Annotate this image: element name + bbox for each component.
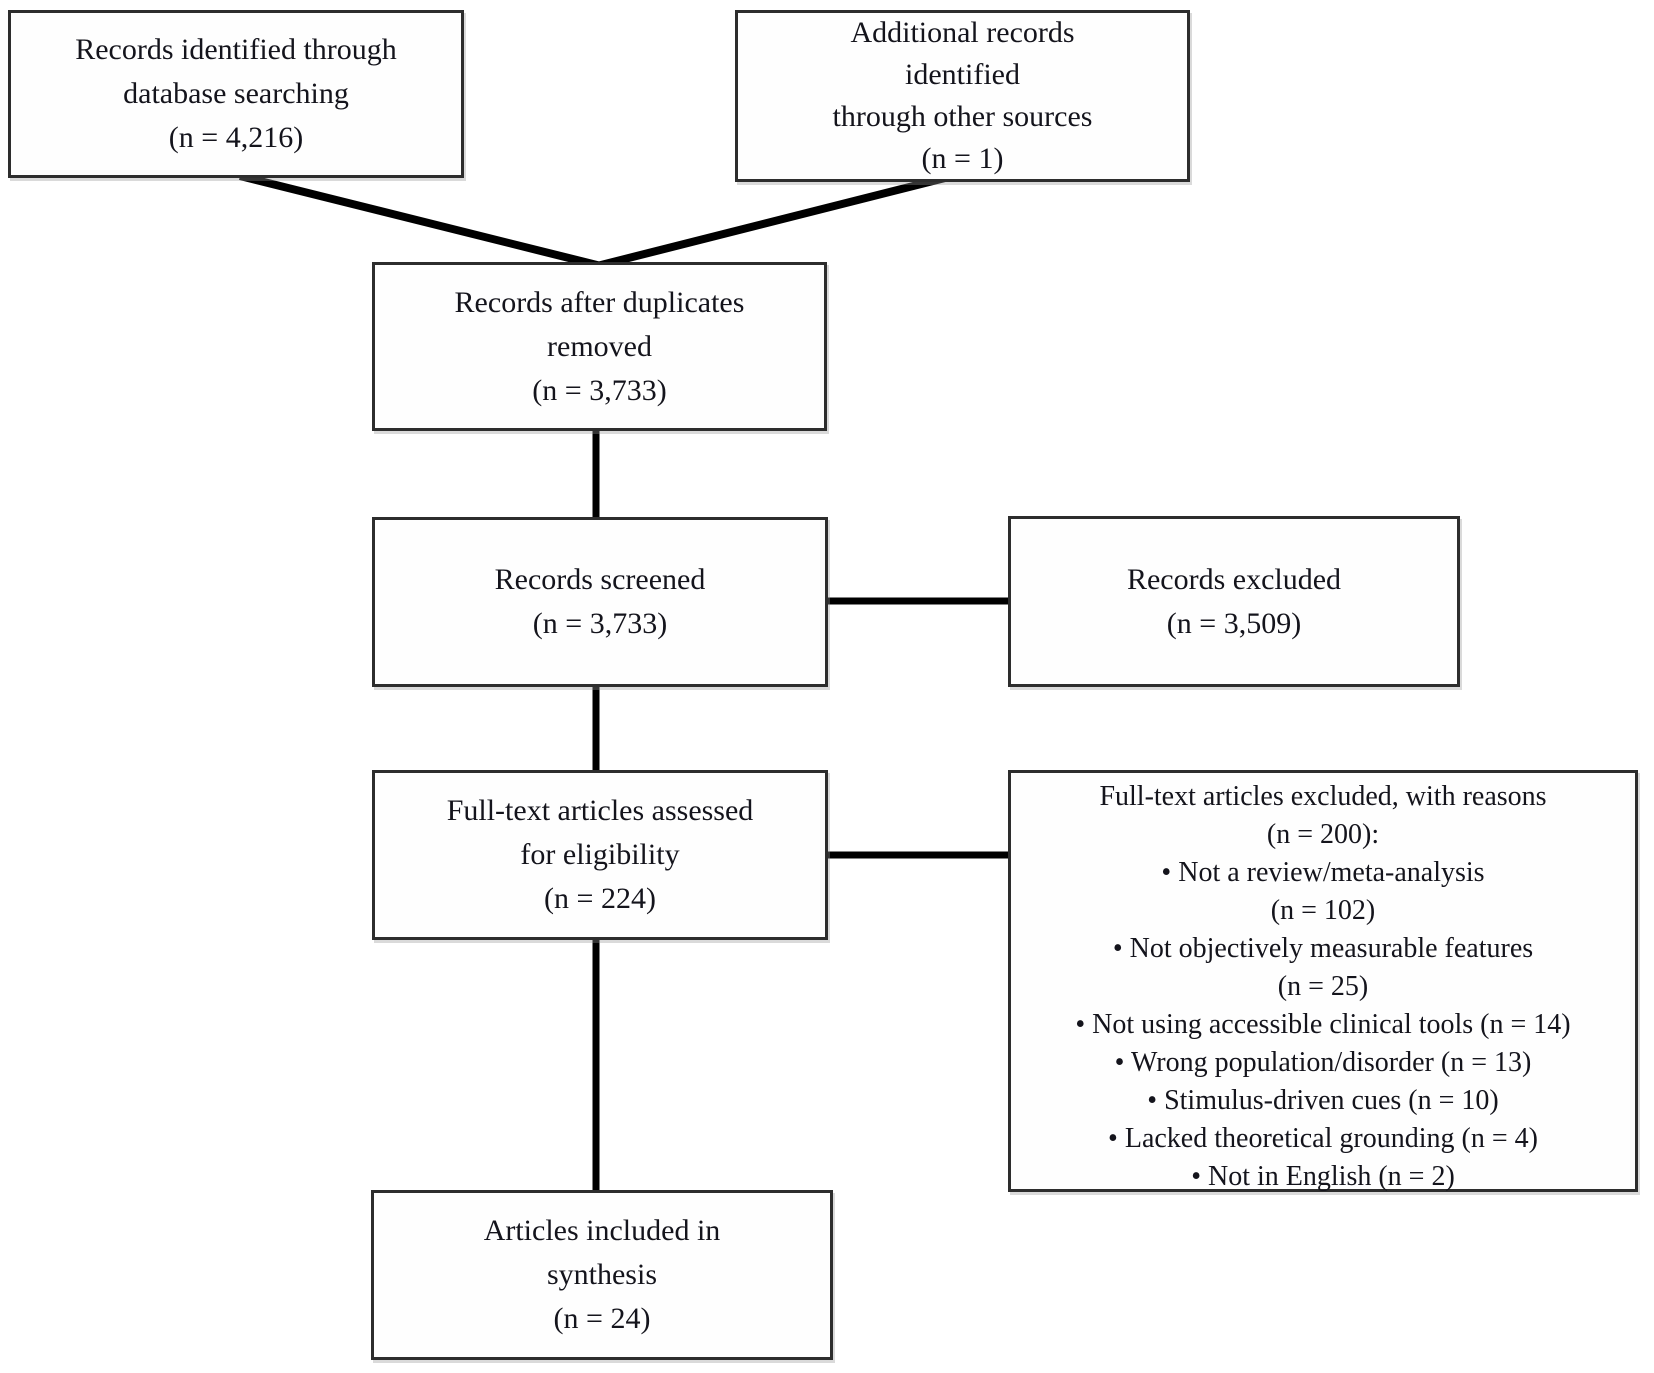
exclusion-reason-item: • Not a review/meta-analysis [1161, 857, 1485, 888]
box-text-line: Records after duplicates [454, 285, 745, 319]
exclusion-reason-item: • Stimulus-driven cues (n = 10) [1147, 1085, 1499, 1116]
box-additional-records: Additional records identified through ot… [735, 10, 1190, 182]
box-count-line: (n = 200): [1266, 819, 1380, 850]
box-text-line: Records excluded [1126, 562, 1342, 596]
box-text-line: Records identified through [75, 33, 397, 66]
exclusion-reason-count: (n = 25) [1277, 971, 1369, 1002]
box-fulltext-excluded-reasons: Full-text articles excluded, with reason… [1008, 770, 1638, 1192]
box-text-line: removed [547, 329, 652, 363]
box-count-line: (n = 3,733) [532, 373, 667, 407]
box-text-line: synthesis [546, 1258, 657, 1291]
box-count-line: (n = 3,509) [1166, 606, 1302, 640]
box-fulltext-assessed: Full-text articles assessed for eligibil… [372, 770, 828, 940]
box-records-excluded: Records excluded (n = 3,509) [1008, 516, 1460, 687]
box-text-line: Articles included in [483, 1214, 721, 1247]
box-text-line: database searching [123, 77, 349, 110]
exclusion-reason-item: • Not objectively measurable features [1112, 933, 1534, 964]
box-text-line: identified [905, 58, 1020, 91]
box-text-line: for eligibility [520, 838, 680, 871]
box-articles-included: Articles included in synthesis (n = 24) [371, 1190, 833, 1360]
box-count-line: (n = 224) [544, 882, 656, 915]
box-count-line: (n = 24) [553, 1302, 651, 1335]
exclusion-reason-item: • Wrong population/disorder (n = 13) [1114, 1047, 1532, 1078]
connector-additional-to-dedup [596, 172, 954, 270]
box-text-line: Records screened [494, 563, 706, 596]
box-text-line: Full-text articles excluded, with reason… [1099, 781, 1547, 812]
box-text-line: through other sources [832, 100, 1093, 133]
box-records-identified: Records identified through database sear… [8, 10, 464, 178]
box-text-line: Full-text articles assessed [446, 794, 754, 827]
box-count-line: (n = 3,733) [532, 607, 668, 640]
box-count-line: (n = 4,216) [168, 121, 304, 154]
exclusion-reason-item: • Not using accessible clinical tools (n… [1075, 1009, 1571, 1040]
box-count-line: (n = 1) [921, 142, 1004, 175]
exclusion-reason-count: (n = 102) [1270, 895, 1376, 926]
box-text-line: Additional records [850, 16, 1075, 49]
exclusion-reason-item: • Not in English (n = 2) [1191, 1161, 1455, 1192]
box-records-after-duplicates-removed: Records after duplicates removed (n = 3,… [372, 262, 827, 431]
exclusion-reason-item: • Lacked theoretical grounding (n = 4) [1108, 1123, 1538, 1154]
connector-identified-to-dedup [239, 172, 602, 270]
box-records-screened: Records screened (n = 3,733) [372, 517, 828, 687]
